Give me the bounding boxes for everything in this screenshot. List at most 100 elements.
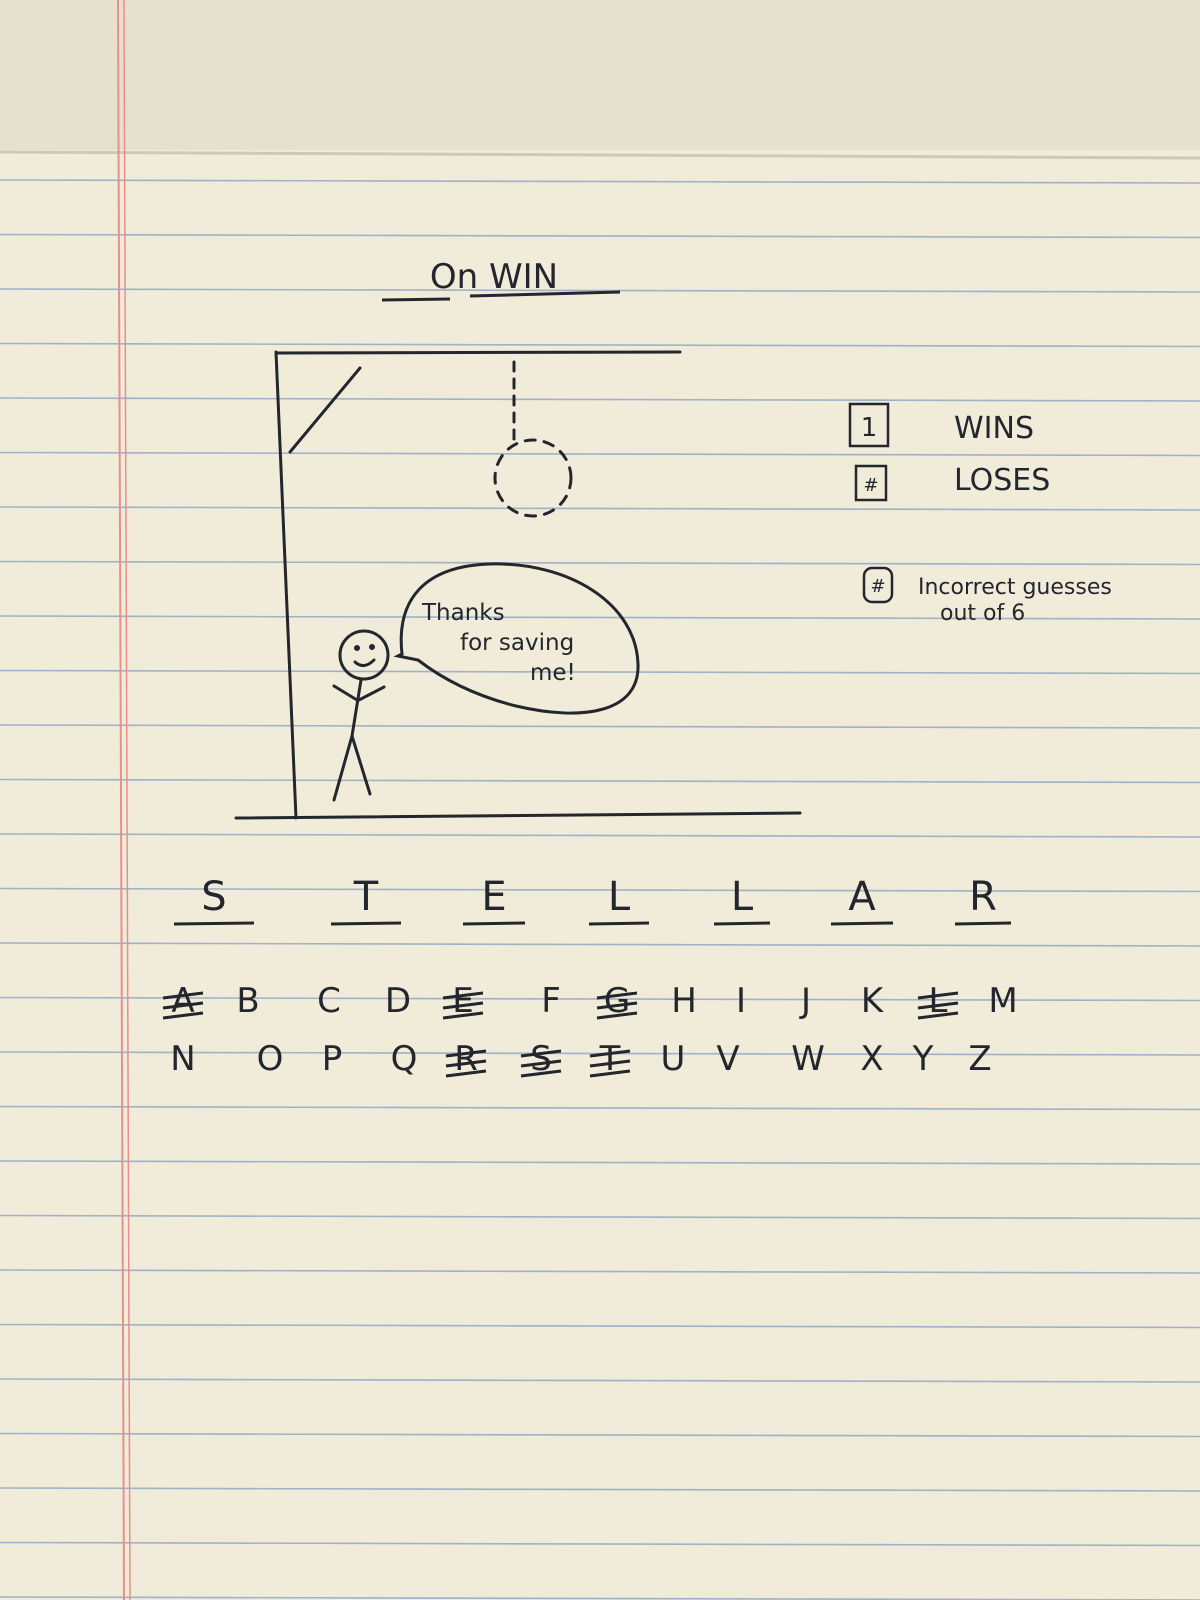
rule-line xyxy=(0,179,1200,184)
rule-line xyxy=(0,1432,1200,1438)
rule-line xyxy=(0,1378,1200,1383)
rule-line xyxy=(0,560,1200,566)
word-letter: A xyxy=(848,874,876,920)
incorrect-guesses-count: # xyxy=(870,576,885,597)
gallows-beam xyxy=(274,350,682,355)
rule-line xyxy=(0,778,1200,784)
letter-a[interactable]: A xyxy=(171,981,194,1021)
letter-z[interactable]: Z xyxy=(968,1039,991,1079)
letter-f[interactable]: F xyxy=(541,981,561,1021)
saved-stick-figure xyxy=(332,629,390,802)
page-fold-line xyxy=(0,150,1200,160)
speech-line-3: me! xyxy=(530,660,576,686)
letter-p[interactable]: P xyxy=(322,1039,343,1079)
figure-right-arm xyxy=(357,685,386,702)
incorrect-guesses-label: Incorrect guesses xyxy=(918,575,1112,600)
letter-u[interactable]: U xyxy=(661,1039,686,1079)
used-letter-strike xyxy=(917,1011,959,1020)
letter-c[interactable]: C xyxy=(317,981,341,1021)
wins-box xyxy=(848,402,890,448)
letter-h[interactable]: H xyxy=(671,981,697,1021)
used-letter-strike xyxy=(162,1001,204,1010)
rule-line xyxy=(0,1541,1200,1547)
letter-s[interactable]: S xyxy=(530,1039,552,1079)
word-letter: S xyxy=(201,874,226,920)
rule-line xyxy=(0,1323,1200,1329)
word-slot-underline xyxy=(173,921,255,926)
used-letter-strike xyxy=(445,1049,487,1058)
letter-v[interactable]: V xyxy=(716,1039,739,1079)
margin-line-inner xyxy=(123,0,131,1600)
rule-line xyxy=(0,288,1200,293)
rule-line xyxy=(0,1487,1200,1492)
used-letter-strike xyxy=(442,1011,484,1020)
loses-box xyxy=(854,464,888,502)
loses-count: # xyxy=(863,475,878,496)
rule-line xyxy=(0,451,1200,457)
incorrect-guesses-sublabel: out of 6 xyxy=(940,601,1025,626)
used-letter-strike xyxy=(445,1059,487,1068)
used-letter-strike xyxy=(442,991,484,1000)
gallows-base xyxy=(234,811,802,820)
rule-line xyxy=(0,1214,1200,1220)
used-letter-strike xyxy=(520,1069,562,1078)
used-letter-strike xyxy=(445,1069,487,1078)
word-letter: T xyxy=(353,874,379,920)
margin-line xyxy=(117,0,125,1600)
letter-b[interactable]: B xyxy=(236,981,259,1021)
wins-label: WINS xyxy=(954,411,1034,446)
rule-line xyxy=(0,397,1200,402)
letter-x[interactable]: X xyxy=(860,1039,883,1079)
figure-smile xyxy=(353,658,376,667)
used-letter-strike xyxy=(589,1069,631,1078)
word-slot-underline xyxy=(462,921,526,926)
speech-line-1: Thanks xyxy=(421,600,505,626)
word-letter: E xyxy=(481,874,506,920)
rule-line xyxy=(0,669,1200,675)
letter-d[interactable]: D xyxy=(385,981,411,1021)
letter-q[interactable]: Q xyxy=(391,1039,418,1079)
speech-bubble xyxy=(393,562,640,715)
letter-n[interactable]: N xyxy=(170,1039,195,1079)
rule-line xyxy=(0,233,1200,239)
used-letter-strike xyxy=(162,991,204,1000)
rule-line xyxy=(0,1269,1200,1274)
incorrect-guesses-box xyxy=(862,566,894,604)
rule-line xyxy=(0,342,1200,348)
rule-line xyxy=(0,887,1200,893)
letter-m[interactable]: M xyxy=(988,981,1017,1021)
figure-right-leg xyxy=(350,734,372,796)
empty-noose xyxy=(493,438,573,518)
letter-k[interactable]: K xyxy=(861,981,885,1021)
letter-w[interactable]: W xyxy=(791,1039,825,1079)
letter-o[interactable]: O xyxy=(257,1039,284,1079)
word-slot-underline xyxy=(954,921,1012,926)
letter-r[interactable]: R xyxy=(454,1039,478,1079)
figure-right-eye xyxy=(369,644,375,650)
used-letter-strike xyxy=(917,991,959,1000)
rule-line xyxy=(0,724,1200,729)
title-underline-left xyxy=(381,297,451,302)
letter-l[interactable]: L xyxy=(929,981,948,1021)
letter-y[interactable]: Y xyxy=(912,1039,934,1079)
page-title: On WIN xyxy=(430,257,558,297)
speech-line-2: for saving xyxy=(460,630,574,656)
figure-head xyxy=(338,629,390,681)
rule-line xyxy=(0,833,1200,838)
used-letter-strike xyxy=(442,1001,484,1010)
wins-count: 1 xyxy=(861,413,878,443)
figure-left-eye xyxy=(354,645,360,651)
used-letter-strike xyxy=(589,1059,631,1068)
letter-e[interactable]: E xyxy=(452,981,473,1021)
rule-line xyxy=(0,506,1200,511)
rule-line xyxy=(0,615,1200,620)
rule-line xyxy=(0,1160,1200,1165)
letter-t[interactable]: T xyxy=(599,1039,621,1079)
letter-j[interactable]: J xyxy=(799,981,811,1021)
word-slot-underline xyxy=(330,921,402,926)
letter-i[interactable]: I xyxy=(736,981,746,1021)
used-letter-strike xyxy=(596,1001,638,1010)
